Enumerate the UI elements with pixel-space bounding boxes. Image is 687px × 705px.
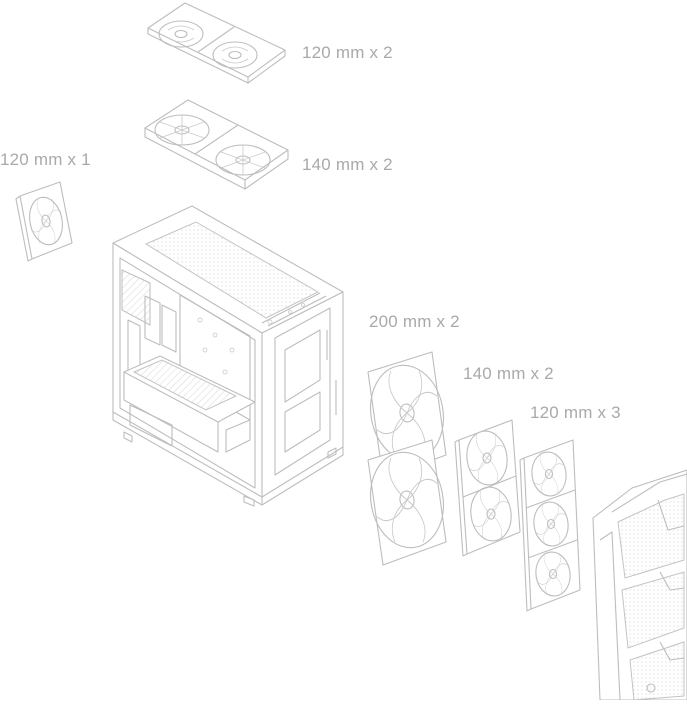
front-fans-140-icon — [454, 419, 521, 557]
label-front-fans-200: 200 mm x 2 — [369, 312, 460, 331]
front-fans-200-icon — [367, 351, 447, 566]
top-fans-120-icon — [147, 2, 286, 84]
label-front-fans-120: 120 mm x 3 — [530, 403, 621, 422]
pc-case-icon — [112, 205, 344, 507]
label-top-fans-120: 120 mm x 2 — [302, 43, 393, 62]
top-fans-140-icon — [144, 99, 289, 190]
label-rear-fan-120: 120 mm x 1 — [0, 150, 91, 169]
rear-fan-120-icon — [15, 181, 73, 262]
label-top-fans-140: 140 mm x 2 — [302, 155, 393, 174]
front-panel-icon — [592, 469, 687, 701]
label-front-fans-140: 140 mm x 2 — [463, 364, 554, 383]
front-fans-120-icon — [519, 439, 581, 612]
